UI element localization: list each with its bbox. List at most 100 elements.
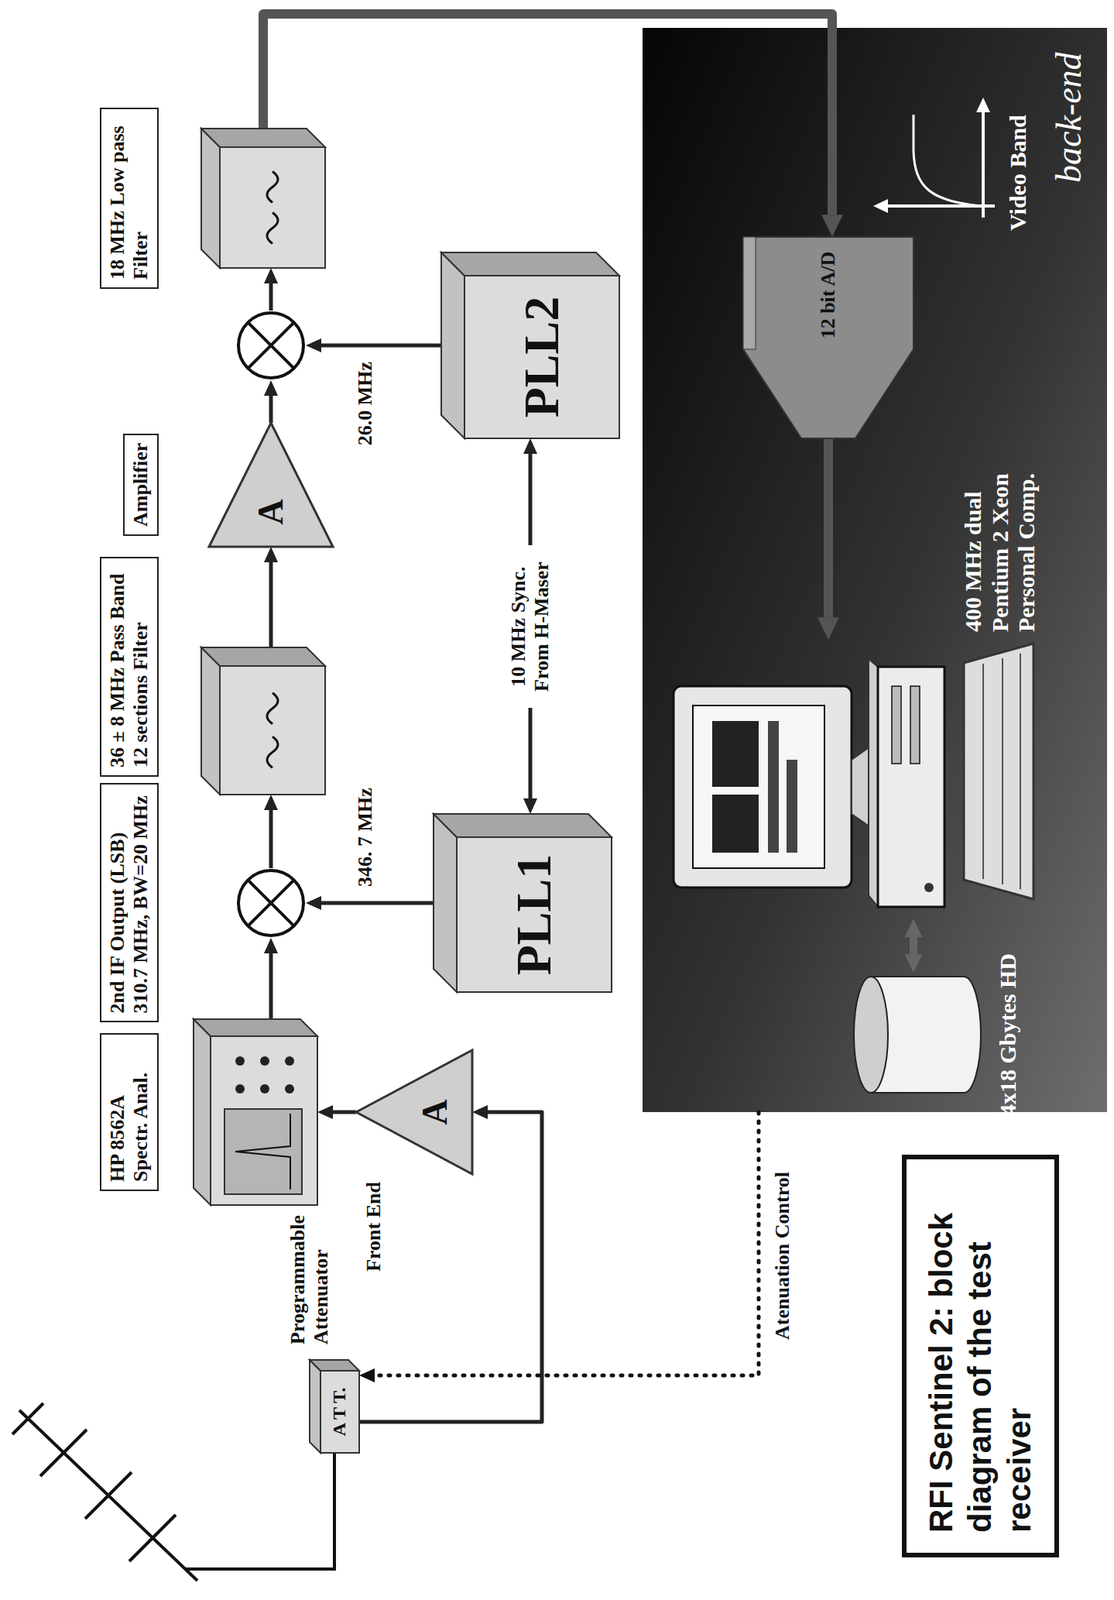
edge-label-holder: 26.0 MHz (352, 356, 379, 470)
plot-label: Video Band (1004, 83, 1032, 231)
disk-top (853, 976, 888, 1093)
front-end-amplifier: AFront End (356, 1049, 473, 1174)
component-caption: 400 MHz dual Pentium 2 Xeon Personal Com… (959, 453, 1041, 632)
text-holder: 36 ± 8 MHz Pass Band 12 sections Filter (99, 556, 159, 777)
text-holder: Front End (362, 1181, 386, 1298)
computer-case (877, 666, 945, 907)
analyzer-knob (235, 1055, 245, 1066)
mixer-cross (247, 322, 294, 368)
case-top (868, 658, 878, 907)
filter-symbol (267, 736, 278, 768)
component-caption: Front End (362, 1181, 386, 1298)
antenna-element (40, 1429, 87, 1476)
analyzer-screen (224, 1108, 302, 1194)
spectrum-analyzer: HP 8562A Spectr. Anal. (193, 1018, 318, 1205)
mixer-circle (238, 870, 304, 936)
monitor-screen (692, 705, 825, 868)
block-text: A (414, 1098, 456, 1125)
block-text: A T T. (329, 1387, 351, 1437)
box-front (219, 147, 326, 268)
personal-computer-shape (665, 639, 1053, 919)
frequency-label: 26.0 MHz (352, 356, 379, 470)
component-label: 18 MHz Low pass Filter (99, 107, 159, 289)
text-holder: 12 bit A/D (743, 236, 914, 439)
antenna-boom (19, 1409, 198, 1581)
screen-bar (767, 720, 779, 853)
filter-symbol (267, 171, 278, 203)
mixer-cross (247, 879, 294, 926)
hard-disk-shape (851, 972, 984, 1097)
adc-funnel (743, 236, 914, 439)
text-holder: back-end (1048, 27, 1091, 183)
component-caption: Programmable Attenuator (286, 1196, 333, 1344)
data-arrow (823, 438, 833, 617)
frequency-label: 10 MHz Sync. From H-Maser (505, 545, 556, 708)
block-text: A (250, 498, 292, 525)
spectrum-trace (235, 1113, 291, 1190)
screen-window (712, 794, 759, 853)
antenna-element (12, 1402, 44, 1434)
band-pass-filter: 36 ± 8 MHz Pass Band 12 sections Filter (201, 647, 326, 795)
drive-slot (910, 685, 920, 764)
pll-box: PLL2 (441, 252, 620, 439)
mixer: 2nd IF Output (LSB) 310.7 MHz, BW=20 MHz (236, 867, 306, 938)
block-text: PLL2 (513, 296, 571, 418)
key-row (1019, 653, 1022, 890)
component-caption: 4x18 Gbytes HD (994, 949, 1022, 1120)
drive-slot (891, 685, 902, 764)
adc-block: 12 bit A/D (743, 236, 914, 439)
caption-box: RFI Sentinel 2: block diagram of the tes… (901, 1154, 1060, 1557)
edge-label-holder: 10 MHz Sync. From H-Maser (505, 545, 556, 708)
signal-arrow (332, 1110, 357, 1114)
amplifier-triangle (209, 422, 333, 547)
analyzer-knob (235, 1083, 245, 1094)
attenuator-box: A T T.Programmable Attenuator (309, 1359, 360, 1453)
box-side (309, 1359, 360, 1371)
box-side (433, 813, 612, 837)
axis-arrowhead (976, 97, 991, 113)
box-top (201, 128, 220, 268)
box-front (320, 1370, 360, 1453)
low-pass-filter: 18 MHz Low pass Filter (201, 128, 326, 268)
mixer-cross (247, 879, 294, 926)
plot-axis (981, 111, 985, 218)
monitor-stand (851, 746, 871, 827)
amplifier-triangle (356, 1049, 473, 1174)
box-front (219, 665, 326, 795)
antenna-feed-line (185, 1452, 335, 1569)
filter-symbol (267, 692, 278, 724)
box-front (456, 836, 612, 992)
component-label: Amplifier (123, 433, 159, 536)
power-button (924, 882, 934, 892)
axis-arrowhead (873, 198, 888, 213)
antenna-element (85, 1471, 132, 1519)
mixer-shape (236, 867, 306, 938)
mixer-circle (238, 312, 304, 378)
frequency-label: Atenuation Control (769, 1134, 796, 1344)
text-holder: 400 MHz dual Pentium 2 Xeon Personal Com… (959, 453, 1041, 632)
signal-arrow (269, 809, 274, 868)
edge-label-holder: 346. 7 MHz (352, 782, 379, 892)
component-label: 2nd IF Output (LSB) 310.7 MHz, BW=20 MHz (99, 783, 159, 1023)
frequency-label: 346. 7 MHz (352, 782, 379, 892)
adc-top-band (743, 236, 756, 350)
box-top (193, 1018, 211, 1205)
antenna-element (129, 1514, 176, 1561)
signal-arrow (269, 562, 274, 648)
amplifier-shape (209, 422, 333, 547)
analyzer-knob (284, 1055, 295, 1066)
video-band-plot (873, 97, 995, 218)
component-caption: back-end (1048, 27, 1091, 183)
figure-caption: RFI Sentinel 2: block diagram of the tes… (922, 1179, 1039, 1533)
screen-window (712, 720, 759, 787)
text-holder: Amplifier (123, 433, 159, 536)
spectrum-analyzer-shape (193, 1018, 318, 1205)
box-side (193, 1018, 318, 1036)
screen-bar (786, 759, 798, 853)
front-end-amplifier-shape (356, 1049, 473, 1174)
key-row (1001, 658, 1004, 885)
pll-box: PLL1 (433, 813, 612, 992)
band-curve (913, 114, 982, 206)
box-top (309, 1359, 321, 1453)
